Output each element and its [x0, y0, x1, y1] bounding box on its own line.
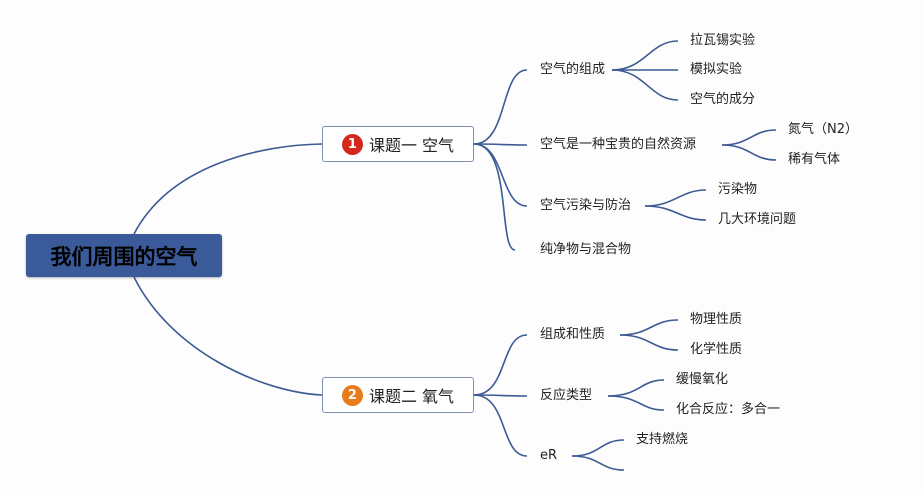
branch-node-1[interactable]: 1 课题一 空气: [322, 126, 474, 162]
priority-2-badge: 2: [341, 384, 363, 406]
leaf-supports-combustion[interactable]: 支持燃烧: [636, 432, 689, 447]
link-t3-l1: [644, 189, 707, 207]
link-t3-l2: [644, 205, 707, 221]
topic-reaction-types[interactable]: 反应类型: [540, 388, 593, 403]
link-t2-l2: [721, 144, 777, 161]
leaf-slow-oxidation[interactable]: 缓慢氧化: [676, 372, 729, 387]
topic-air-pollution[interactable]: 空气污染与防治: [540, 198, 632, 213]
topic-er[interactable]: eR: [540, 448, 558, 463]
root-node[interactable]: 我们周围的空气: [26, 234, 222, 277]
leaf-pollutants[interactable]: 污染物: [718, 182, 758, 197]
leaf-noble-gas[interactable]: 稀有气体: [788, 152, 841, 167]
leaf-physical-properties[interactable]: 物理性质: [690, 312, 743, 327]
branch-node-2[interactable]: 2 课题二 氧气: [322, 377, 474, 413]
link-b2t2-l1: [607, 379, 665, 397]
topic-composition-properties[interactable]: 组成和性质: [540, 327, 606, 342]
leaf-env-problems[interactable]: 几大环境问题: [718, 212, 797, 227]
root-label: 我们周围的空气: [50, 244, 198, 269]
priority-1-badge: 1: [341, 133, 363, 155]
leaf-air-components[interactable]: 空气的成分: [690, 92, 756, 107]
topic-air-composition[interactable]: 空气的组成: [540, 62, 606, 77]
link-b1-t1: [473, 69, 528, 145]
link-b2t2-l2: [607, 395, 665, 411]
link-b2t3-l1: [571, 439, 625, 457]
topic-air-resource[interactable]: 空气是一种宝贵的自然资源: [540, 137, 697, 152]
link-b2-t1: [473, 334, 528, 396]
link-b2t3-l2: [571, 455, 625, 471]
branch-2-label: 课题二 氧气: [368, 387, 455, 406]
leaf-nitrogen[interactable]: 氮气（N2）: [788, 122, 858, 137]
leaf-lavoisier[interactable]: 拉瓦锡实验: [690, 33, 756, 48]
link-b2-t3: [473, 394, 528, 457]
leaf-chemical-properties[interactable]: 化学性质: [690, 342, 743, 357]
link-root-b2: [133, 276, 323, 396]
link-b1-t2: [473, 143, 528, 146]
leaf-simulation[interactable]: 模拟实验: [690, 62, 743, 77]
topic-pure-mixture[interactable]: 纯净物与混合物: [540, 242, 632, 257]
link-t2-l1: [721, 129, 777, 146]
link-b2t1-l2: [619, 334, 679, 351]
link-b2t1-l1: [619, 319, 679, 336]
link-t1-l3: [611, 69, 679, 101]
leaf-combination-reaction[interactable]: 化合反应：多合一: [676, 402, 781, 417]
branch-1-label: 课题一 空气: [368, 136, 455, 155]
link-t1-l1: [611, 40, 679, 71]
link-b1-t3: [473, 143, 528, 207]
link-b1-t4: [473, 143, 516, 251]
link-root-b1: [133, 143, 323, 235]
